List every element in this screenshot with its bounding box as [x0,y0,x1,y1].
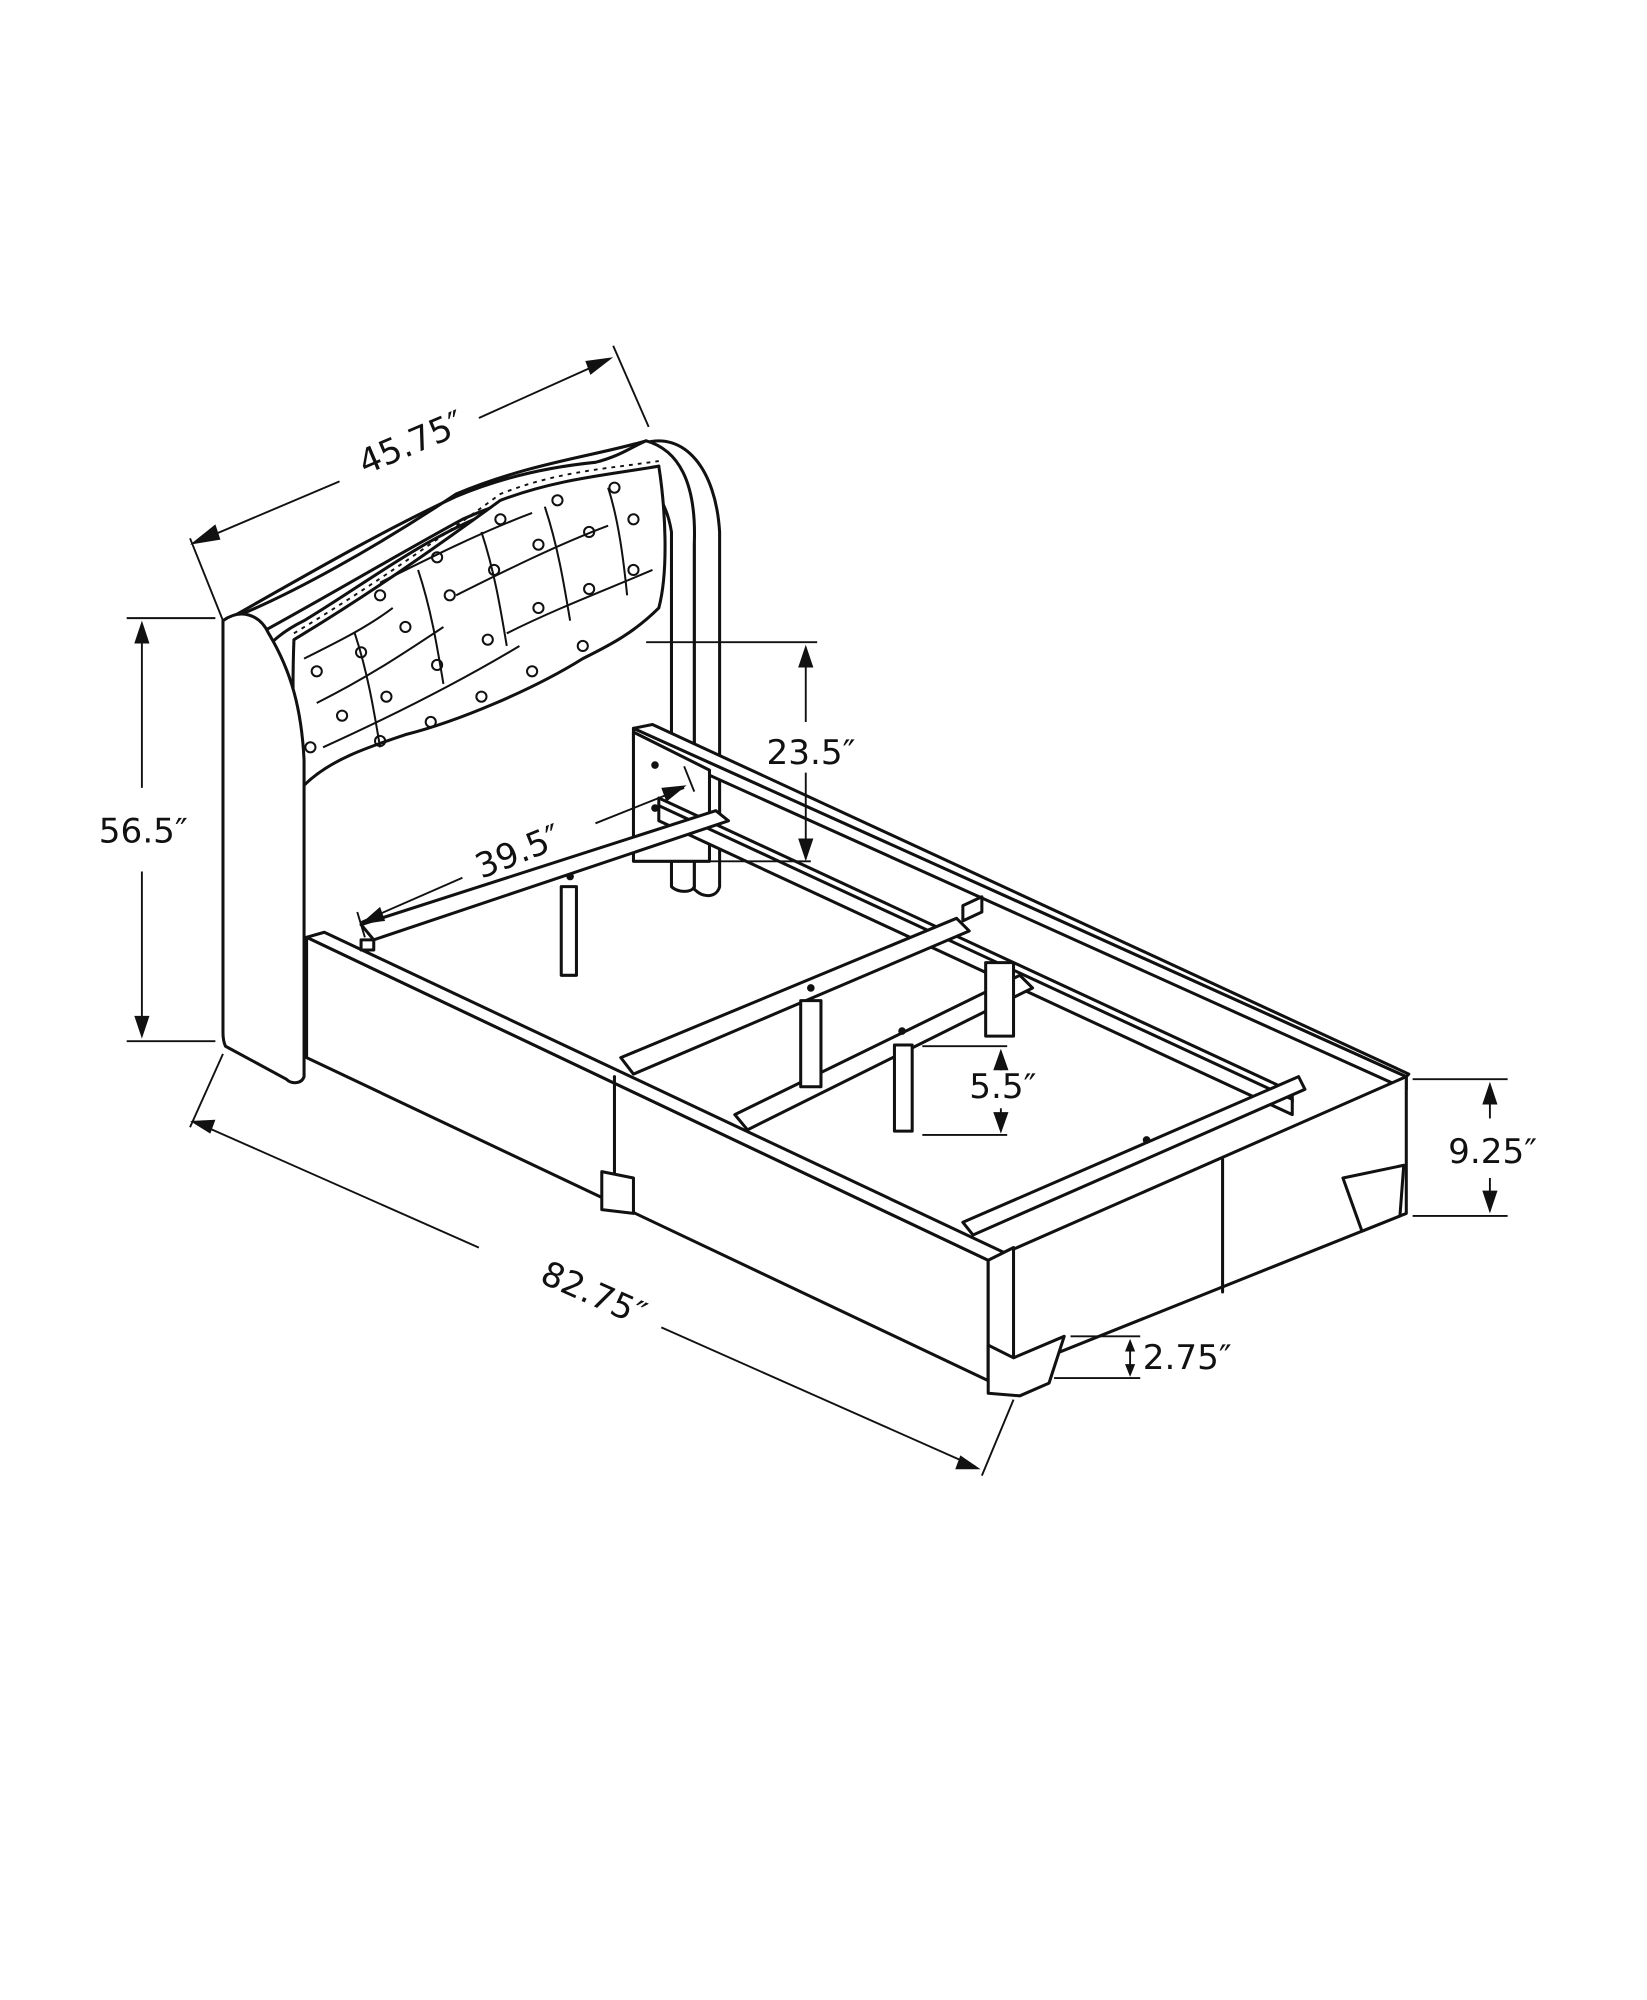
dim-rail-height-label: 9.25″ [1448,1132,1537,1172]
dim-center-support-label: 5.5″ [969,1067,1036,1107]
bed-frame [305,722,1411,1398]
dim-headboard-width-label: 45.75″ [353,403,471,483]
legs [600,1163,1406,1398]
tufting-pattern [303,481,653,754]
nailhead-trim [293,460,659,635]
dim-leg-height-label: 2.75″ [1143,1338,1232,1378]
headboard [221,439,722,1085]
dim-overall-height-label: 56.5″ [99,811,188,851]
center-support-legs [559,885,1016,1133]
dim-overall-length-label: 82.75″ [535,1254,652,1336]
dim-headboard-above-rail-label: 23.5″ [766,733,855,773]
dimension-lines [126,345,1508,1476]
slats [359,761,1307,1237]
